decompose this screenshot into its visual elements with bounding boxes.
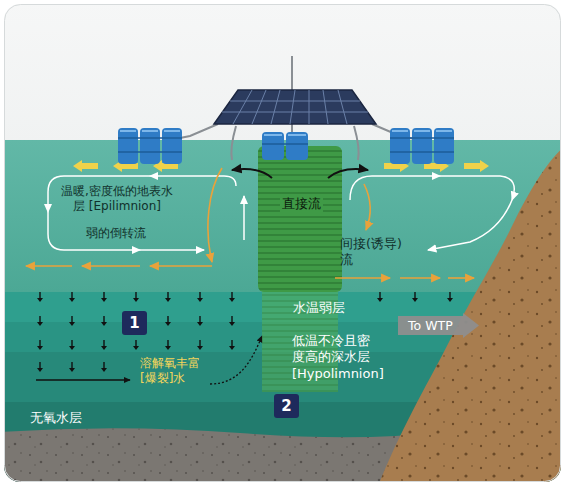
flow-label: 弱的倒转流 <box>86 226 146 241</box>
shore <box>378 146 561 482</box>
sediment <box>4 428 440 482</box>
direct-flow-arrow <box>328 169 368 178</box>
callout-box: 2 <box>274 394 299 418</box>
intake-arrow <box>210 336 262 384</box>
inflow-arrow <box>36 379 130 380</box>
outlet-label: To WTP <box>408 318 453 333</box>
sinking-arrows <box>37 292 453 372</box>
sky <box>4 4 561 482</box>
arrow-body <box>398 313 479 338</box>
layer-label: 低温不冷且密度高的深水层 [Hypolimnion] <box>292 333 380 382</box>
direct-flow-arrow <box>232 169 272 178</box>
callout-box: 1 <box>122 311 147 335</box>
shore-texture <box>378 146 561 482</box>
callout-number: 1 <box>129 314 139 332</box>
callout-number: 2 <box>281 397 291 415</box>
mixer-tube-ribs <box>258 146 342 292</box>
frame-border <box>5 5 561 482</box>
flow-label: 间接(诱导)流 <box>340 236 410 267</box>
outlet-arrow: To WTP <box>398 313 479 338</box>
surface-circulation <box>48 176 514 250</box>
layer-label: 无氧水层 <box>30 410 82 426</box>
water-label: 溶解氧丰富 [爆裂]水 <box>140 356 206 386</box>
layer-label: 水温弱层 <box>293 300 345 316</box>
epilimnion-water <box>4 140 561 292</box>
layer-label: 温暖,密度低的地表水层 [Epilimnion] <box>61 184 173 214</box>
flow-label: 直接流 <box>280 196 323 212</box>
floats <box>118 128 454 164</box>
sediment-texture <box>4 428 440 482</box>
induced-flow <box>26 168 474 278</box>
solar-panel <box>214 90 376 124</box>
solar-grid <box>222 90 368 124</box>
mixer-tube <box>258 146 342 292</box>
